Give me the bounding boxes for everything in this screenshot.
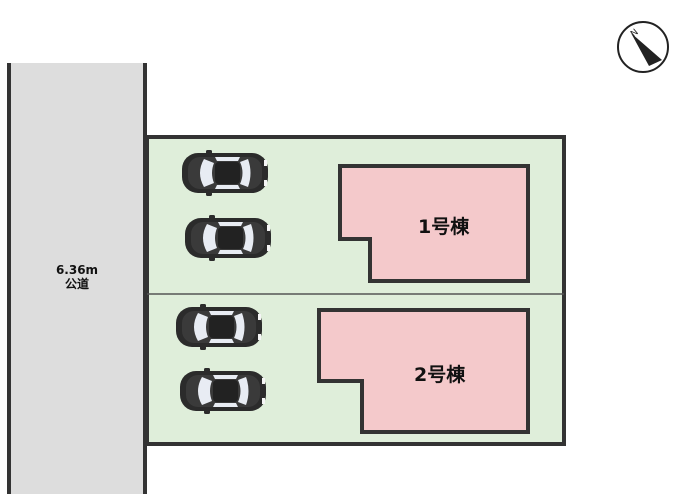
compass-north-icon: N [617, 21, 669, 73]
road-type-label: 公道 [64, 277, 89, 291]
building-2-label: 2号棟 [414, 364, 466, 386]
road-label: 6.36m 公道 [34, 263, 120, 291]
car-icon [182, 150, 268, 196]
road-surface [10, 63, 146, 494]
car-icon [180, 368, 266, 414]
building-2-footprint [317, 308, 530, 434]
public-road [7, 63, 147, 494]
car-icon [176, 304, 262, 350]
car-icon [185, 215, 271, 261]
compass-north-label: N [629, 28, 641, 40]
road-width-label: 6.36m [55, 263, 99, 277]
building-1-footprint [338, 164, 530, 283]
building-1-label: 1号棟 [418, 216, 470, 238]
road-edge-left [7, 63, 11, 494]
